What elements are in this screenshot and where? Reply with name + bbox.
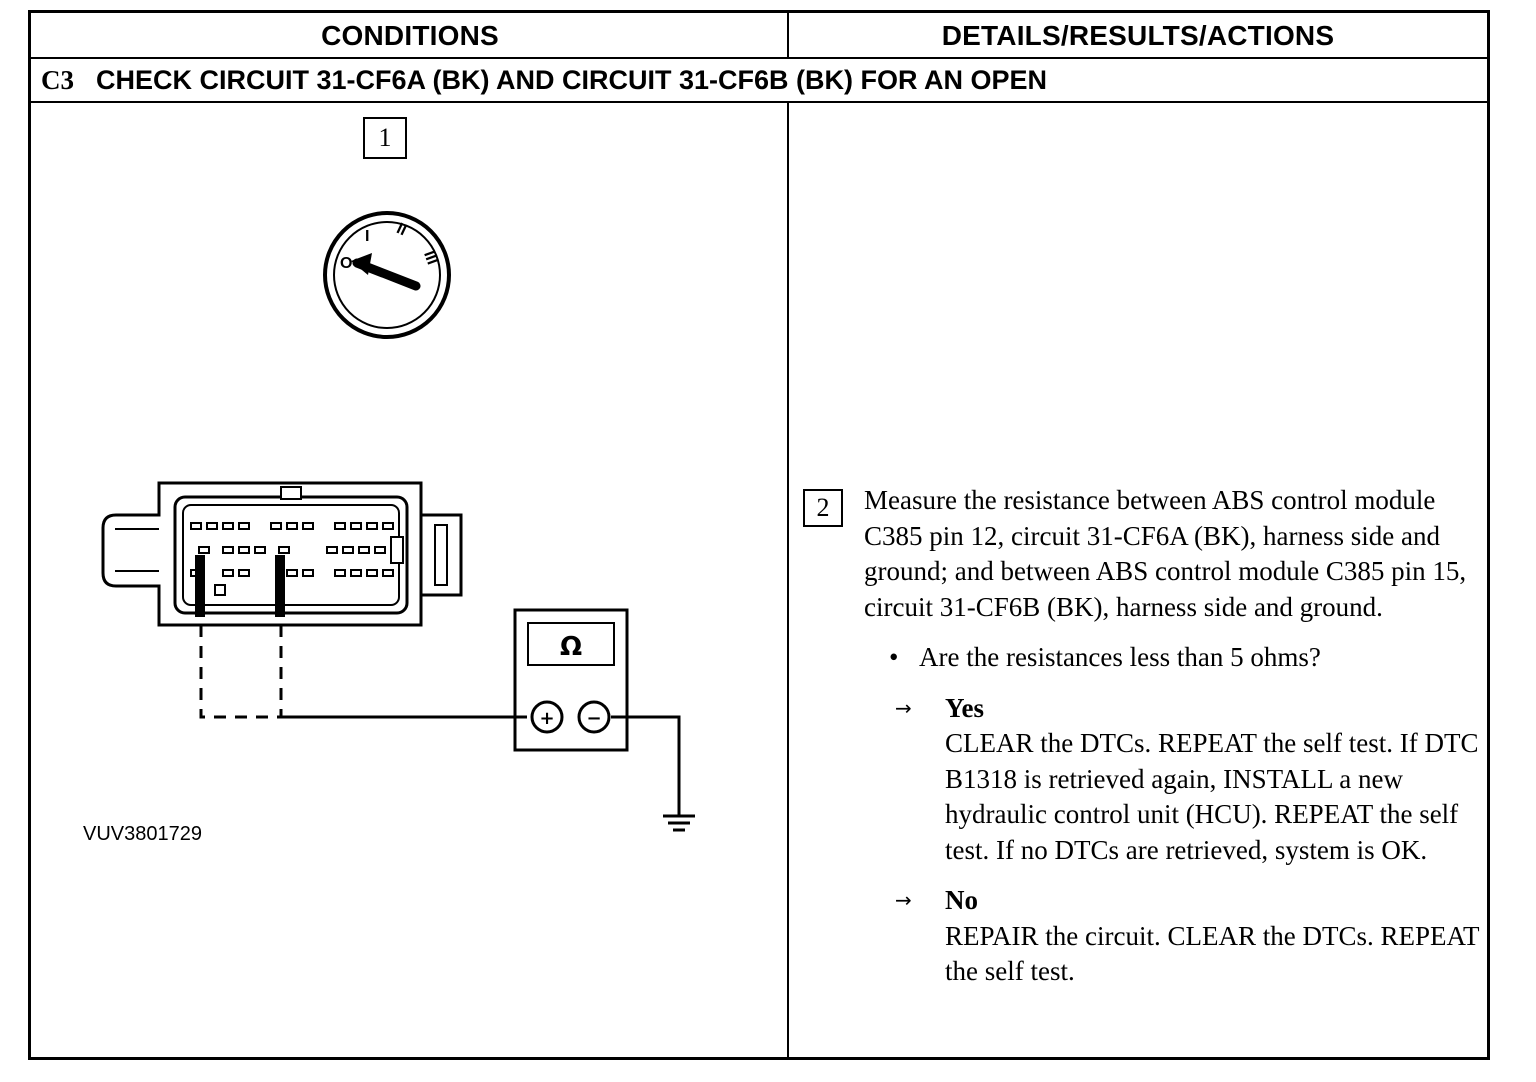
no-label: No	[945, 885, 978, 915]
ignition-switch-icon: O I II III	[323, 211, 451, 339]
question-item: • Are the resistances less than 5 ohms?	[889, 640, 1483, 676]
header-divider	[787, 13, 789, 59]
question-text: Are the resistances less than 5 ohms?	[919, 642, 1321, 672]
column-divider	[787, 103, 789, 1057]
conditions-diagram: 1 O I II III	[31, 105, 787, 1060]
header-rule	[31, 57, 1487, 59]
ignition-pos-0: O	[340, 255, 352, 272]
title-rule	[31, 101, 1487, 103]
wiring-illustration: O I II III	[101, 211, 695, 832]
meter-plus-terminal: +	[539, 708, 554, 729]
details-header: DETAILS/RESULTS/ACTIONS	[941, 20, 1335, 51]
step2-number-box: 2	[803, 489, 843, 527]
step-title: CHECK CIRCUIT 31-CF6A (BK) AND CIRCUIT 3…	[96, 64, 1048, 95]
ignition-pos-3: III	[420, 249, 441, 267]
test-leads	[199, 625, 681, 815]
no-action: REPAIR the circuit. CLEAR the DTCs. REPE…	[945, 920, 1480, 987]
yes-label: Yes	[945, 692, 984, 723]
arrow-right-icon: →	[895, 888, 912, 912]
ohm-symbol: Ω	[560, 632, 582, 662]
diagnostic-table: CONDITIONS DETAILS/RESULTS/ACTIONS C3 CH…	[28, 10, 1490, 1060]
yes-branch: → Yes CLEAR the DTCs. REPEAT the self te…	[895, 691, 1483, 869]
arrow-right-icon: →	[895, 695, 912, 720]
step-title-row: C3 CHECK CIRCUIT 31-CF6A (BK) AND CIRCUI…	[41, 59, 1047, 101]
bullet-icon: •	[889, 642, 899, 672]
ignition-pos-1: I	[365, 228, 369, 245]
meter-minus-terminal: −	[586, 708, 601, 729]
ohmmeter-icon: Ω + −	[513, 608, 629, 752]
details-column: 2 Measure the resistance between ABS con…	[803, 483, 1483, 990]
abs-connector-icon	[101, 481, 463, 627]
step-code: C3	[41, 64, 74, 95]
yes-action: CLEAR the DTCs. REPEAT the self test. If…	[945, 728, 1479, 865]
ground-icon	[663, 814, 695, 832]
step1-number-box: 1	[363, 117, 407, 159]
figure-id: VUV3801729	[83, 823, 202, 845]
conditions-header: CONDITIONS	[321, 20, 499, 51]
no-branch: → No REPAIR the circuit. CLEAR the DTCs.…	[895, 883, 1483, 990]
measure-instruction: Measure the resistance between ABS contr…	[864, 485, 1467, 622]
